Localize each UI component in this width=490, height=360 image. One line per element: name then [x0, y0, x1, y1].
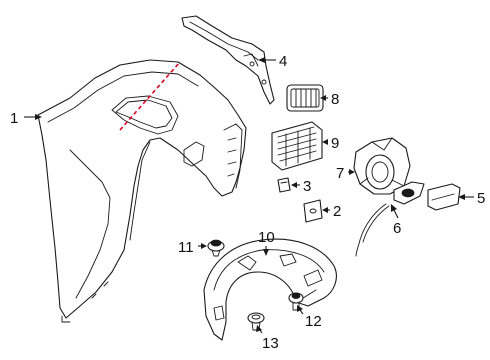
quarter-panel-part-1 [37, 59, 247, 323]
callout-6: 6 [393, 220, 401, 237]
seal-part-2 [303, 199, 323, 223]
callout-10: 10 [258, 229, 275, 246]
bracket-part-4 [181, 15, 275, 105]
vent-grille-part-8 [286, 84, 324, 112]
fuel-filler-housing-part-7 [353, 137, 411, 195]
push-clip-part-11 [207, 239, 225, 257]
callout-3: 3 [303, 178, 311, 195]
fuel-door-part-6 [355, 181, 425, 257]
clip-part-3 [277, 177, 291, 193]
rivet-clip-part-13 [247, 312, 265, 331]
callout-9: 9 [331, 135, 339, 152]
callout-7: 7 [336, 165, 344, 182]
callout-4: 4 [279, 53, 287, 70]
callout-labels: 1 4 8 9 3 2 7 6 5 10 11 12 13 [10, 53, 485, 352]
callout-2: 2 [333, 203, 341, 220]
vent-grille-part-9 [271, 121, 323, 171]
fuel-cap-part-5 [427, 183, 461, 211]
leader-lines [24, 57, 474, 334]
screw-part-12 [288, 292, 304, 311]
wheelhouse-liner-part-10 [203, 238, 337, 341]
callout-13: 13 [262, 335, 279, 352]
callout-1: 1 [10, 110, 18, 127]
callout-8: 8 [331, 91, 339, 108]
callout-11: 11 [178, 239, 194, 256]
callout-12: 12 [305, 313, 322, 330]
callout-5: 5 [477, 190, 485, 207]
